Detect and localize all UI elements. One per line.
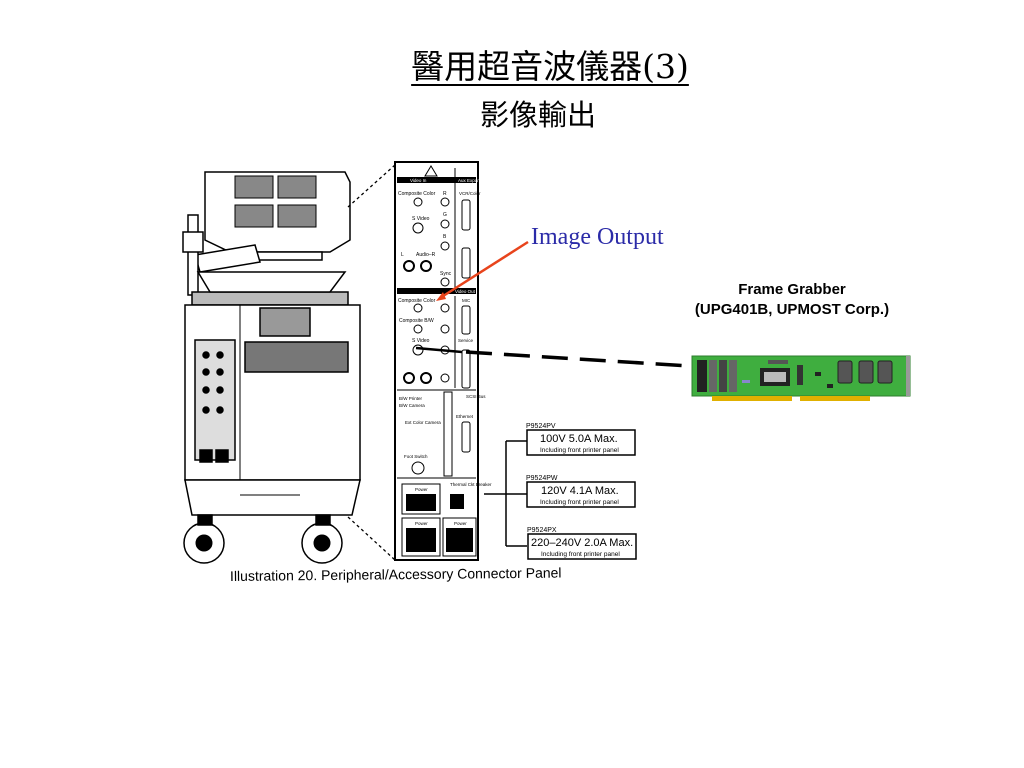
audio-l-in-jack[interactable] (403, 260, 415, 272)
r-in-jack[interactable] (440, 197, 450, 207)
rating-value: 120V 4.1A Max. (541, 485, 619, 497)
composite-bw-label: Composite B/W (399, 318, 434, 324)
power-label: Power (415, 487, 428, 492)
scsi-bus-label: SCSI Bus (466, 394, 486, 399)
rating-value: 220–240V 2.0A Max. (531, 537, 633, 549)
g-out-jack[interactable] (440, 324, 450, 334)
ultrasound-machine-illustration (182, 171, 361, 564)
bw-printer-label: B/W Printer (399, 396, 423, 401)
callout-line (347, 164, 396, 208)
callout-line (347, 516, 396, 561)
console-base (184, 479, 361, 516)
s-video-in-jack[interactable] (412, 222, 424, 234)
s-video-label: S Video (412, 216, 430, 222)
sync-in-jack[interactable] (440, 277, 450, 287)
rating-value: 100V 5.0A Max. (540, 433, 618, 445)
b-label: B (443, 234, 447, 240)
ethernet-port[interactable] (461, 421, 471, 453)
rating-model: P9524PV (526, 423, 556, 430)
memory-chip (837, 360, 853, 384)
foot-switch-jack[interactable] (411, 461, 425, 475)
console-neck (196, 271, 347, 293)
ext-color-camera-label: Ext Color Camera (405, 420, 441, 425)
connector-panel: Video In Aux Expans Composite Color R G … (394, 161, 492, 561)
audio-r-in-jack[interactable] (420, 260, 432, 272)
rating-model: P9524PW (526, 475, 558, 482)
video-in-label: Video In (410, 178, 427, 183)
memory-chip (877, 360, 893, 384)
r-out-jack[interactable] (440, 303, 450, 313)
rating-model: P9524PX (527, 527, 557, 534)
service-port[interactable] (461, 349, 471, 389)
dashed-connection-line (465, 350, 691, 368)
slide-subtitle: 影像輸出 (479, 98, 596, 132)
rating-note: Including front printer panel (541, 551, 620, 558)
rating-box (526, 481, 636, 508)
s-video-out-label: S Video (412, 338, 430, 344)
s-video-out-jack[interactable] (412, 344, 424, 356)
rating-box (526, 429, 636, 456)
slide-title-text: 醫用超音波儀器(3) (411, 47, 689, 86)
rating-labels: P9524PV 100V 5.0A Max. Including front p… (484, 423, 637, 560)
frame-grabber-title: Frame Grabber (738, 281, 846, 298)
composite-color-out-jack[interactable] (413, 303, 423, 313)
mic-port[interactable] (461, 305, 471, 335)
sync-label: Sync (440, 271, 452, 277)
memory-chip (858, 360, 874, 384)
vcr-port[interactable] (461, 199, 471, 231)
mic-label: MIC (462, 298, 471, 303)
frame-grabber-label: Frame Grabber (UPG401B, UPMOST Corp.) (672, 280, 912, 320)
b-in-jack[interactable] (440, 241, 450, 251)
vcr-color-label: VCR/Color (459, 191, 481, 196)
ethernet-label: Ethernet (456, 414, 474, 419)
arrowhead (436, 292, 446, 301)
image-output-arrow (439, 240, 529, 300)
composite-color-out-label: Composite Color (398, 298, 436, 304)
speaker-grille (277, 204, 317, 228)
thermal-breaker-switch[interactable] (450, 494, 464, 509)
speaker-grille (234, 175, 274, 199)
side-connector-panel (194, 339, 236, 461)
frame-grabber-board (691, 355, 911, 401)
warning-icon (424, 165, 438, 177)
audio-r-out-jack[interactable] (420, 372, 432, 384)
power-label: Power (454, 521, 467, 526)
composite-bw-out-jack[interactable] (413, 324, 423, 334)
bw-camera-label: B/W Camera (399, 403, 425, 408)
frame-grabber-model: (UPG401B, UPMOST Corp.) (694, 301, 890, 318)
rating-note: Including front printer panel (540, 499, 619, 506)
composite-color-label: Composite Color (398, 191, 436, 197)
speaker-grille (234, 204, 274, 228)
speaker-grille (277, 175, 317, 199)
g-in-jack[interactable] (440, 219, 450, 229)
service-cable (415, 346, 463, 354)
console-vent (244, 341, 349, 373)
probe-holder (187, 214, 199, 296)
g-label: G (443, 212, 447, 218)
thermal-breaker-label: Thermal Ckt Breaker (450, 482, 492, 487)
l-label: L (401, 252, 404, 258)
foot-switch-label: Foot Switch (404, 454, 428, 459)
vcr-port[interactable] (461, 247, 471, 279)
audio-l-out-jack[interactable] (403, 372, 415, 384)
console-top (191, 291, 349, 306)
video-out-label: Video Out (455, 289, 476, 294)
image-output-label: Image Output (531, 224, 664, 250)
rating-box (527, 533, 637, 560)
aux-expansion-label: Aux Expans (458, 178, 483, 183)
composite-color-in-jack[interactable] (413, 197, 423, 207)
service-label: Service (458, 338, 474, 343)
sync-out-jack[interactable] (440, 373, 450, 383)
r-label: R (443, 191, 447, 197)
power-label: Power (415, 521, 428, 526)
rating-note: Including front printer panel (540, 447, 619, 454)
monitor-arm (194, 244, 261, 273)
probe-clip (182, 231, 204, 253)
console-panel (259, 307, 311, 337)
audio-r-label: Audio–R (416, 252, 436, 258)
slide-title: 醫用超音波儀器(3) (0, 40, 1024, 88)
